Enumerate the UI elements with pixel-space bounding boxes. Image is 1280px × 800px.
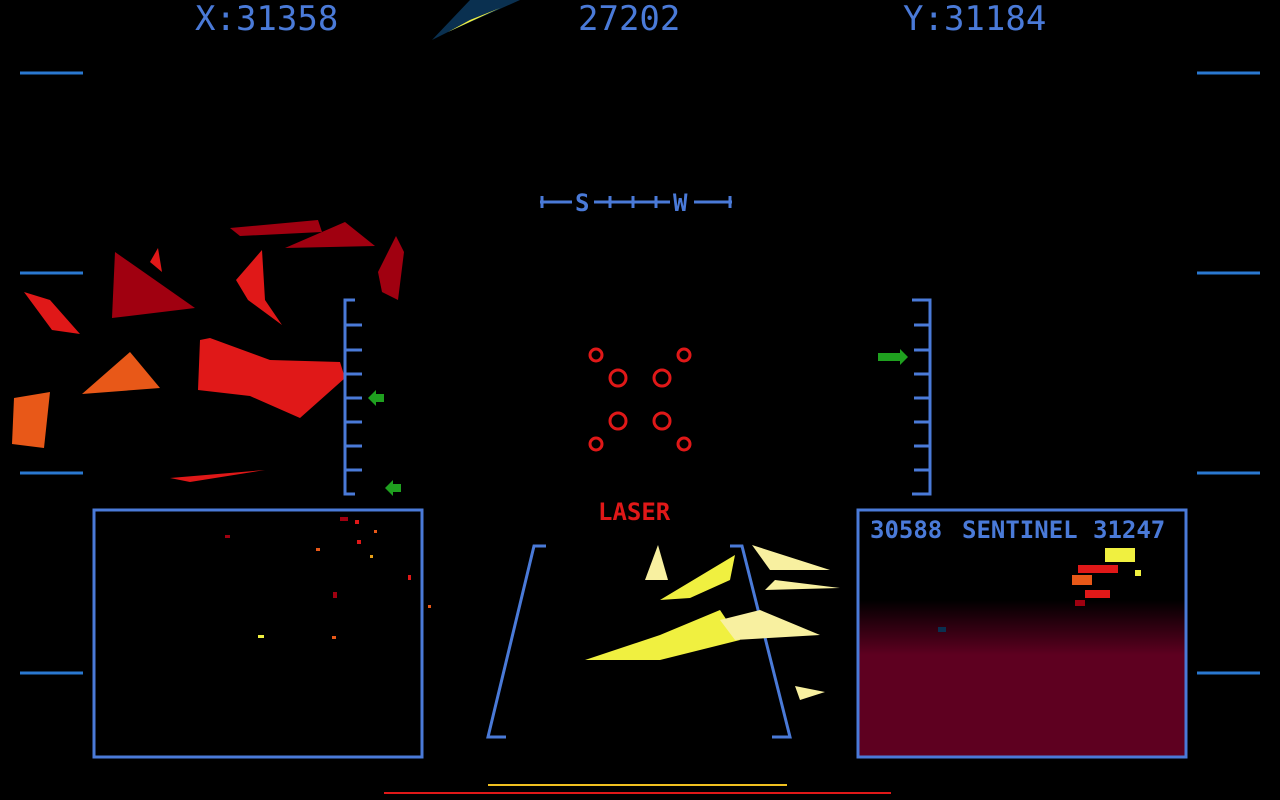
crosshair-reticle <box>588 347 692 452</box>
weapon-label: LASER <box>598 498 671 526</box>
radar-blips <box>225 517 431 639</box>
target-view-ground <box>858 600 1186 757</box>
right-pitch-marker-icon <box>878 349 908 365</box>
target-name: SENTINEL <box>962 516 1078 544</box>
target-right-value: 31247 <box>1093 516 1165 544</box>
target-panel <box>856 508 1188 759</box>
radar-panel <box>92 508 424 759</box>
left-pitch-scale <box>343 298 362 496</box>
side-horizon-markers <box>20 71 1260 675</box>
left-pitch-marker-icon <box>368 390 384 406</box>
right-pitch-scale <box>912 298 932 496</box>
compass-heading-s: S <box>575 189 589 217</box>
x-coordinate-readout: X:31358 <box>195 0 338 39</box>
compass-heading-w: W <box>673 189 688 217</box>
target-explosion <box>585 545 840 700</box>
cockpit-frame <box>486 544 792 739</box>
left-lower-marker-icon <box>385 480 401 496</box>
y-coordinate-readout: Y:31184 <box>903 0 1046 39</box>
compass-strip: S W <box>540 189 732 217</box>
terrain-shard <box>432 0 520 40</box>
target-left-value: 30588 <box>870 516 942 544</box>
explosion-debris <box>12 220 404 482</box>
target-explosion-particles <box>938 548 1141 632</box>
altitude-readout: 27202 <box>578 0 680 39</box>
